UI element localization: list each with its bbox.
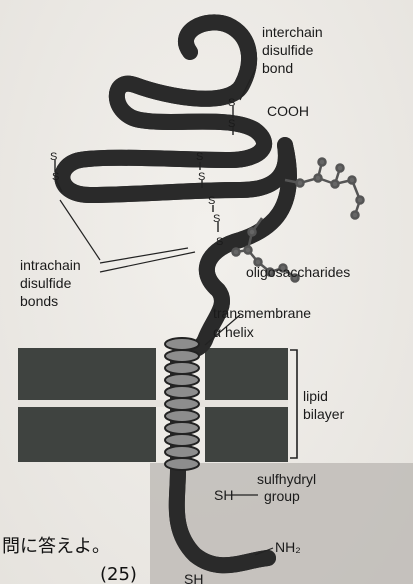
oligosaccharides-label: oligosaccharides xyxy=(246,264,350,280)
sulfur-label: S xyxy=(50,151,57,163)
sulfur-label: S xyxy=(228,97,235,109)
intrachain-label: intrachain xyxy=(20,257,81,273)
lipid-bilayer-label: lipid xyxy=(303,388,328,404)
question-number: (25) xyxy=(100,564,137,584)
sulfur-label: S xyxy=(228,118,235,130)
sulfur-label: S xyxy=(216,236,223,248)
sulfhydryl-label: sulfhydryl xyxy=(257,471,316,487)
question-text: 問に答えよ。 xyxy=(2,536,110,557)
intrachain-label: disulfide xyxy=(20,275,72,291)
nh2-label: NH₂ xyxy=(275,539,301,555)
sulfur-label: S xyxy=(213,213,220,225)
sulfur-label: S xyxy=(198,171,205,183)
lipid-bracket xyxy=(290,350,297,458)
interchain-label: disulfide xyxy=(262,42,314,58)
lipid-bilayer-label: bilayer xyxy=(303,406,345,422)
sulfur-label: S xyxy=(52,171,59,183)
sh-label: SH xyxy=(214,487,233,503)
sulfur-label: S xyxy=(208,195,215,207)
transmembrane-label: α helix xyxy=(213,324,254,340)
interchain-label: interchain xyxy=(262,24,323,40)
interchain-label: bond xyxy=(262,60,293,76)
intrachain-label: bonds xyxy=(20,293,58,309)
sulfur-label: S xyxy=(196,151,203,163)
alpha-helix-coil xyxy=(165,338,199,470)
sh-label: SH xyxy=(184,571,203,584)
cooh-label: COOH xyxy=(267,103,309,119)
sulfhydryl-label: group xyxy=(264,488,300,504)
transmembrane-label: transmembrane xyxy=(213,305,311,321)
lipid-bilayer xyxy=(18,348,288,462)
